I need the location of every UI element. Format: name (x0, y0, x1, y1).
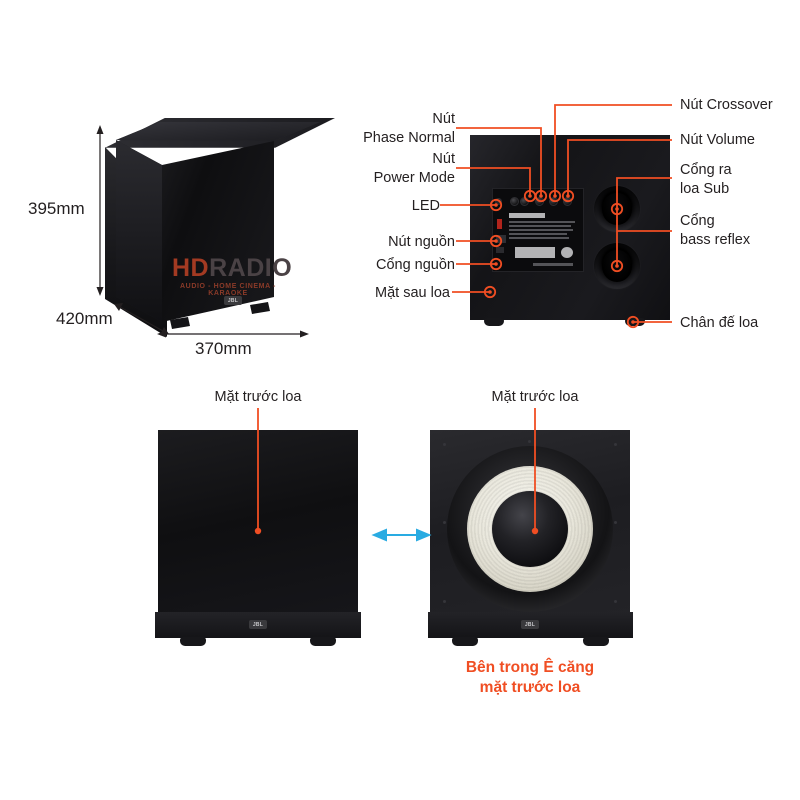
knob-sub-out[interactable] (563, 197, 572, 206)
callout-bass-reflex: Cổng bass reflex (680, 213, 751, 249)
driver-foot-right (583, 637, 609, 646)
callout-front-driver: Mặt trước loa (491, 389, 579, 405)
jbl-logo-badge-driver: JBL (521, 620, 539, 629)
callout-crossover: Nút Crossover (680, 97, 773, 113)
plate-text-3 (509, 229, 573, 231)
warning-label (515, 247, 555, 258)
driver-dustcap (492, 491, 568, 567)
power-rocker[interactable] (496, 247, 504, 253)
grille-foot-left (180, 637, 206, 646)
bass-reflex-port-bottom (594, 243, 640, 289)
callout-rear-panel: Mặt sau loa (375, 285, 450, 301)
baffle-screw-mr (614, 521, 617, 524)
baffle-screw-tl (443, 443, 446, 446)
dimension-height: 395mm (28, 199, 85, 218)
rear-foot-left (484, 318, 504, 326)
certification-mark (561, 247, 573, 258)
callout-power-button: Nút nguồn (388, 234, 455, 250)
grille-foot-right (310, 637, 336, 646)
jbl-logo-badge-grille: JBL (249, 620, 267, 629)
callout-phase-normal: Nút Phase Normal (363, 111, 455, 147)
plate-text-2 (509, 225, 571, 227)
voltage-switch[interactable] (497, 219, 502, 229)
knob-power-mode[interactable] (520, 197, 529, 206)
callout-led: LED (411, 198, 440, 214)
jbl-logo-badge-3d: JBL (224, 296, 242, 305)
baffle-screw-br (614, 600, 617, 603)
cabinet-side-face (105, 147, 167, 337)
callout-power-mode: Nút Power Mode (373, 151, 455, 187)
plate-text-4 (509, 233, 567, 235)
port-opening-top (602, 193, 632, 225)
woofer-driver (447, 446, 613, 612)
callout-power-port: Cổng nguồn (375, 257, 455, 273)
baffle-screw-tc (528, 440, 531, 443)
baffle-screw-ml (443, 521, 446, 524)
plate-text-5 (509, 237, 569, 239)
callout-volume: Nút Volume (680, 132, 755, 148)
baffle-screw-tr (614, 443, 617, 446)
inner-membrane-caption: Bên trong Ê căng mặt trước loa (465, 659, 595, 696)
power-socket[interactable] (496, 235, 506, 243)
bass-reflex-port-top (594, 186, 640, 232)
dimension-depth: 420mm (56, 309, 113, 328)
knob-crossover[interactable] (535, 197, 544, 206)
led-indicator (495, 198, 502, 205)
callout-front-grille: Mặt trước loa (214, 389, 302, 405)
callout-sub-out: Cổng ra loa Sub (680, 162, 732, 198)
port-opening-bottom (602, 250, 632, 282)
baffle-screw-bl (443, 600, 446, 603)
amplifier-plate (492, 188, 584, 272)
speaker-front-grille-cabinet (158, 430, 358, 615)
dimension-width: 370mm (195, 339, 252, 358)
plate-text-1 (509, 221, 575, 223)
knob-phase-normal[interactable] (510, 197, 519, 206)
compliance-icons (533, 263, 573, 266)
callout-foot: Chân đế loa (680, 315, 759, 331)
plate-model-label (509, 213, 545, 218)
knob-volume[interactable] (549, 197, 558, 206)
driver-foot-left (452, 637, 478, 646)
rear-foot-right (625, 318, 645, 326)
